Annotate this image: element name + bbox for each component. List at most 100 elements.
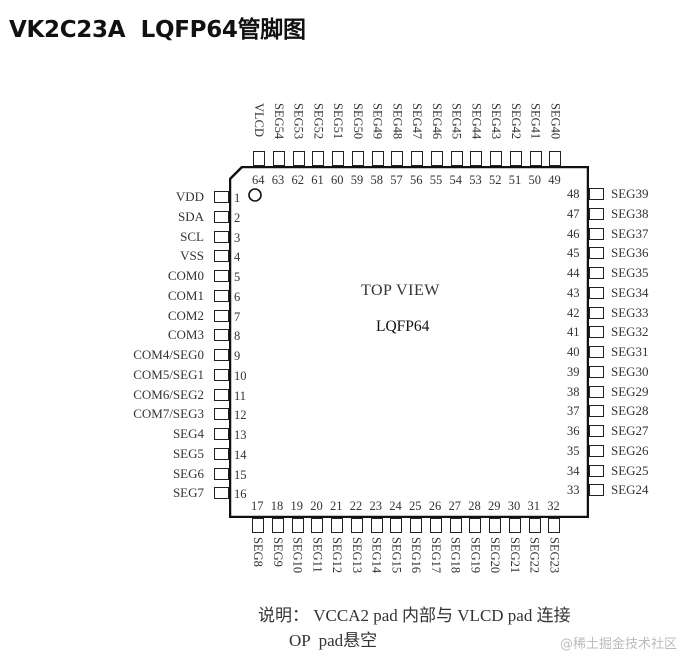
pin-pad-left: [214, 289, 229, 302]
pin-pad-right: [589, 444, 604, 457]
pin-name-top: SEG44: [469, 103, 484, 140]
pin-number-left: 1: [234, 191, 241, 205]
pin-pad-bottom: [390, 518, 403, 533]
pin-number-right: 46: [567, 226, 580, 241]
pin-number-right: 38: [567, 384, 580, 399]
pin-name-top: SEG53: [291, 103, 306, 140]
pin-pad-left: [214, 270, 229, 282]
pin-pad-left: [214, 309, 229, 322]
pin-pad-bottom: [449, 518, 462, 533]
pin-pad-top: [470, 151, 483, 166]
pin-number-right: 34: [567, 463, 580, 478]
pin-name-top: SEG47: [410, 103, 424, 140]
pin-number-bottom: 25: [409, 499, 422, 513]
pin-pad-right: [589, 286, 604, 299]
pin-pad-right: [589, 326, 604, 339]
pin-name-bottom: SEG20: [488, 537, 502, 574]
pin-number-left: 14: [234, 447, 247, 462]
pin-pad-right: [589, 365, 604, 378]
pin-number-top: 51: [508, 173, 522, 187]
pin-pad-top: [292, 151, 305, 166]
pin-name-left: COM1: [167, 287, 204, 303]
pin-pad-left: [214, 447, 229, 460]
pin-number-right: 36: [567, 424, 580, 438]
pin-pad-bottom: [271, 518, 284, 533]
pin-number-bottom: 20: [310, 499, 323, 513]
watermark: @稀土掘金技术社区: [560, 637, 678, 652]
pin-name-right: SEG37: [611, 225, 649, 241]
note-line-2: OP pad悬空: [289, 631, 378, 650]
pin-pad-top: [411, 151, 423, 166]
pin-pad-left: [214, 368, 229, 381]
pin-pad-top: [490, 151, 502, 166]
pin-number-right: 44: [567, 266, 580, 280]
pin-number-left: 15: [234, 467, 247, 482]
pin-number-top: 52: [489, 173, 502, 187]
pin-name-left: SEG6: [172, 465, 204, 481]
pin-number-top: 57: [390, 173, 403, 187]
pin-pad-right: [589, 464, 604, 477]
pin-pad-bottom: [370, 518, 383, 533]
pin-pad-bottom: [350, 518, 363, 533]
pin-pad-left: [214, 487, 229, 500]
pin-pad-top: [391, 151, 404, 166]
pin-name-left: COM0: [167, 268, 204, 283]
pin-name-right: SEG24: [611, 482, 649, 498]
pin-name-right: SEG33: [611, 304, 649, 320]
pin-name-right: SEG31: [611, 344, 649, 359]
pin-number-left: 8: [234, 329, 241, 344]
pin-pad-right: [589, 346, 604, 358]
pin-number-right: 43: [567, 285, 580, 300]
pin-pad-left: [214, 230, 229, 243]
chip-outline: [229, 166, 589, 518]
pin-pad-bottom: [311, 518, 324, 533]
pin-pad-top: [371, 151, 384, 166]
pin-pad-left: [214, 250, 229, 263]
pin-number-left: 12: [234, 408, 247, 423]
pin-name-right: SEG39: [611, 186, 649, 201]
pin-name-bottom: SEG18: [448, 537, 463, 574]
pin-name-top: SEG45: [449, 103, 464, 140]
pin-name-bottom: SEG8: [251, 537, 265, 567]
pin-name-right: SEG38: [611, 205, 649, 221]
pin-name-left: COM4/SEG0: [133, 347, 204, 362]
pin-number-bottom: 19: [290, 499, 304, 513]
pin-pad-right: [589, 484, 604, 497]
pin-pad-left: [214, 388, 229, 401]
pin-number-right: 45: [567, 246, 580, 261]
pin-number-bottom: 26: [428, 499, 442, 513]
pin-pad-right: [589, 306, 604, 319]
pin-name-top: SEG42: [508, 103, 523, 140]
pin-number-right: 37: [567, 404, 580, 419]
pin-number-bottom: 17: [251, 499, 264, 513]
pin-name-left: COM5/SEG1: [133, 366, 204, 382]
pin-number-bottom: 21: [330, 499, 343, 513]
pin-number-left: 9: [234, 349, 241, 363]
pin-pad-left: [214, 210, 229, 223]
pin-number-top: 56: [410, 173, 423, 187]
package-name: LQFP64: [376, 318, 430, 335]
pin-number-right: 35: [567, 443, 580, 458]
pin-number-left: 4: [234, 250, 241, 265]
pin-number-bottom: 27: [448, 499, 462, 513]
pin-name-right: SEG27: [611, 423, 649, 438]
pin-number-top: 60: [331, 173, 344, 187]
pin-pad-right: [589, 227, 604, 240]
pin-name-top: SEG49: [370, 103, 385, 140]
pin-number-left: 10: [234, 368, 247, 383]
pin-number-top: 49: [548, 173, 561, 187]
pin-name-top: VLCD: [252, 103, 266, 138]
pin-name-top: SEG40: [548, 103, 563, 140]
pin-name-bottom: SEG21: [507, 537, 522, 574]
pin-pad-left: [214, 428, 229, 440]
pin-pad-left: [214, 467, 229, 480]
pin-number-left: 6: [234, 289, 241, 304]
pin-pad-top: [549, 151, 562, 166]
top-view-label: TOP VIEW: [361, 282, 440, 299]
pin-pad-top: [253, 151, 265, 166]
pin-pad-bottom: [410, 518, 422, 533]
pin-number-right: 39: [567, 364, 580, 379]
pin-number-left: 7: [234, 309, 241, 324]
pin-pad-top: [430, 151, 443, 166]
pin-name-bottom: SEG13: [349, 537, 364, 574]
